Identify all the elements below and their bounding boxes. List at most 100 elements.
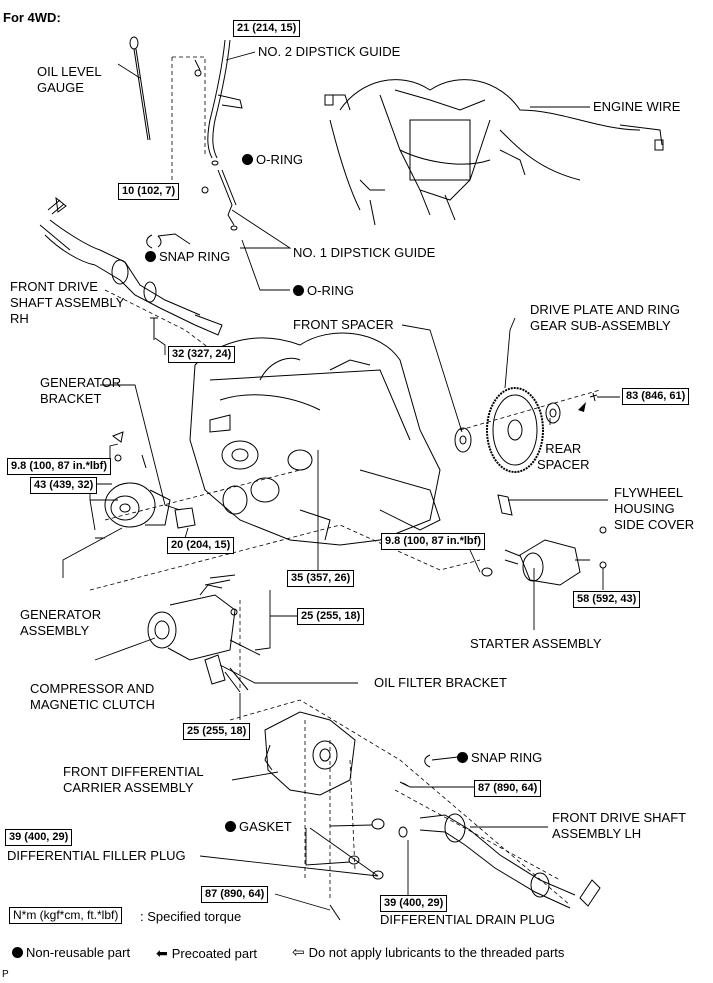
precoated-arrow-icon: ⬅ [156,945,168,961]
generator-bracket-art [174,507,196,529]
label-line: FRONT DRIVE [10,279,98,294]
legend-non-reusable: Non-reusable part [12,945,130,961]
legend-torque-box: N*m (kgf*cm, ft.*lbf) [9,907,123,924]
torque-spec-35: 35 (357, 26) [287,570,355,587]
snap-ring-2-art [424,754,431,768]
label-snap-ring-1: SNAP RING [145,249,230,265]
label-line: MAGNETIC CLUTCH [30,697,155,712]
legend-precoated: ⬅Precoated part [156,945,257,962]
label-generator-bracket: GENERATOR BRACKET [40,375,121,407]
label-line: ASSEMBLY [20,623,90,638]
torque-spec-21: 21 (214, 15) [233,20,301,37]
generator-art [95,431,171,539]
label-text: SNAP RING [471,750,543,765]
label-line: BRACKET [40,391,102,406]
label-flywheel-cover: FLYWHEEL HOUSING SIDE COVER [614,485,694,533]
non-reusable-dot-icon [12,947,23,958]
oil-level-gauge-art [129,36,151,141]
label-line: RH [10,311,29,326]
label-line: SPACER [537,457,590,472]
label-gasket: GASKET [225,819,292,835]
label-front-drive-shaft-rh: FRONT DRIVE SHAFT ASSEMBLY RH [10,279,124,327]
snap-ring-art [146,234,153,249]
front-drive-shaft-rh-art [39,196,223,336]
label-line: GAUGE [37,80,84,95]
label-line: COMPRESSOR AND [30,681,155,696]
non-reusable-dot-icon [457,752,468,763]
label-line: SIDE COVER [614,517,695,532]
diff-carrier-art [264,711,356,796]
label-line: OIL LEVEL [37,64,102,79]
label-line: SHAFT ASSEMBLY [10,295,125,310]
starter-art [481,526,607,586]
label-line: GEAR SUB-ASSEMBLY [530,318,671,333]
label-diff-filler-plug: DIFFERENTIAL FILLER PLUG [7,848,186,863]
label-text: O-RING [307,283,354,298]
label-front-drive-shaft-lh: FRONT DRIVE SHAFT ASSEMBLY LH [552,810,686,842]
label-line: HOUSING [614,501,675,516]
label-o-ring-2: O-RING [293,283,354,299]
label-oil-filter-bracket: OIL FILTER BRACKET [374,675,507,690]
torque-spec-25-a: 25 (255, 18) [297,608,365,625]
label-line: FLYWHEEL [614,485,684,500]
engine-block-art [189,332,441,546]
torque-spec-58: 58 (592, 43) [573,591,641,608]
front-drive-shaft-lh-art [419,813,601,909]
label-rear-spacer: REAR SPACER [537,441,590,473]
torque-spec-20: 20 (204, 15) [167,537,235,554]
hollow-arrow-icon: ⇦ [292,944,305,961]
legend-torque-desc: : Specified torque [140,909,242,924]
non-reusable-dot-icon [225,821,236,832]
label-text: GASKET [239,819,292,834]
label-snap-ring-2: SNAP RING [457,750,542,766]
label-line: CARRIER ASSEMBLY [63,780,194,795]
non-reusable-dot-icon [293,285,304,296]
label-engine-wire: ENGINE WIRE [593,99,681,114]
compressor-art [147,574,261,661]
drive-plate-art [454,387,598,473]
label-compressor: COMPRESSOR AND MAGNETIC CLUTCH [30,681,155,713]
label-text: SNAP RING [159,249,231,264]
precoated-arrow-icon [578,402,586,412]
label-line: GENERATOR [20,607,102,622]
torque-spec-10: 10 (102, 7) [118,183,180,200]
label-diff-drain-plug: DIFFERENTIAL DRAIN PLUG [380,912,556,927]
label-line: FRONT DRIVE SHAFT [552,810,687,825]
label-line: REAR [545,441,582,456]
label-line: DRIVE PLATE AND RING [530,302,681,317]
torque-spec-83: 83 (846, 61) [622,388,690,405]
label-line: ASSEMBLY LH [552,826,642,841]
label-text: Do not apply lubricants to the threaded … [308,945,565,960]
torque-spec-87-b: 87 (890, 64) [201,886,269,903]
torque-spec-9-8-a: 9.8 (100, 87 in.*lbf) [7,458,111,475]
label-o-ring-1: O-RING [242,152,303,168]
label-line: GENERATOR [40,375,122,390]
label-no1-dipstick-guide: NO. 1 DIPSTICK GUIDE [293,245,436,260]
dipstick-guide-art [194,39,243,231]
label-front-diff-carrier: FRONT DIFFERENTIAL CARRIER ASSEMBLY [63,764,204,796]
label-generator-assembly: GENERATOR ASSEMBLY [20,607,101,639]
engine-wire-art [324,79,664,226]
torque-spec-43: 43 (439, 32) [30,477,98,494]
torque-spec-39-b: 39 (400, 29) [380,895,448,912]
label-drive-plate: DRIVE PLATE AND RING GEAR SUB-ASSEMBLY [530,302,680,334]
label-text: Precoated part [171,946,258,961]
page-title: For 4WD: [3,10,61,25]
torque-spec-25-b: 25 (255, 18) [183,723,251,740]
torque-spec-39-a: 39 (400, 29) [5,829,73,846]
label-starter-assembly: STARTER ASSEMBLY [470,636,602,651]
page-code: P [2,969,9,980]
label-text: O-RING [256,152,303,167]
label-no2-dipstick-guide: NO. 2 DIPSTICK GUIDE [258,44,401,59]
label-front-spacer: FRONT SPACER [293,317,394,332]
non-reusable-dot-icon [242,154,253,165]
legend-no-lubricant: ⇦Do not apply lubricants to the threaded… [292,945,564,961]
torque-spec-9-8-b: 9.8 (100, 87 in.*lbf) [381,533,485,550]
torque-spec-32: 32 (327, 24) [168,346,236,363]
torque-spec-87-a: 87 (890, 64) [474,780,542,797]
label-line: FRONT DIFFERENTIAL [63,764,204,779]
label-oil-level-gauge: OIL LEVEL GAUGE [37,64,102,96]
non-reusable-dot-icon [145,251,156,262]
oil-filter-bracket-art [204,654,226,685]
